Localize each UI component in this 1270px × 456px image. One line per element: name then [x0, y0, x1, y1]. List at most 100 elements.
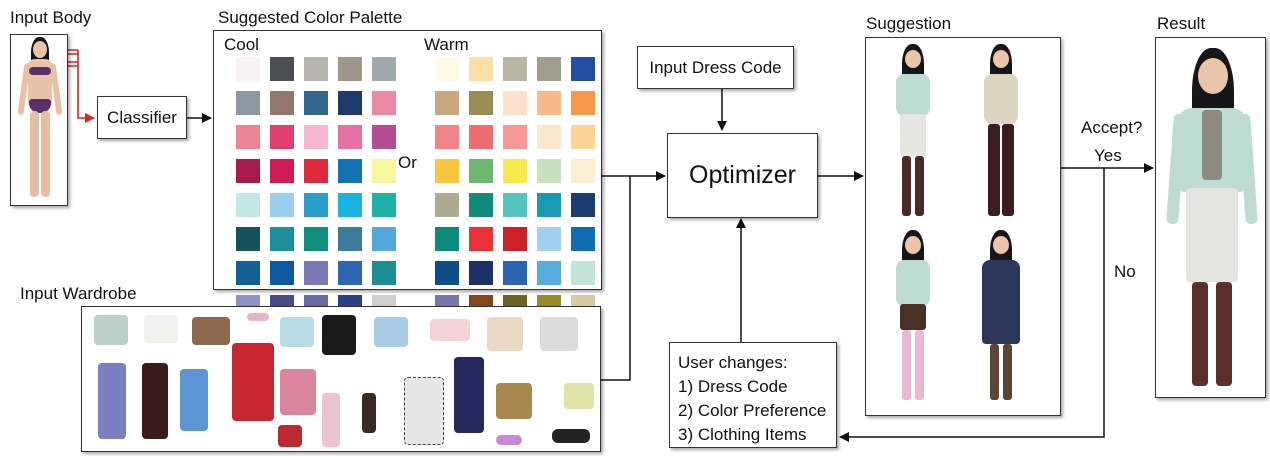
warm-color-swatch: [537, 57, 561, 81]
warm-color-swatch: [469, 57, 493, 81]
wardrobe-item: [322, 393, 340, 447]
wardrobe-item: [404, 377, 444, 445]
or-label: Or: [398, 153, 417, 172]
wardrobe-item: [144, 315, 178, 343]
cool-color-swatch: [338, 159, 362, 183]
cool-color-swatch: [304, 261, 328, 285]
cool-color-swatch: [236, 57, 260, 81]
cool-color-swatch: [372, 91, 396, 115]
cool-color-swatch: [304, 91, 328, 115]
cool-color-swatch: [236, 227, 260, 251]
cool-color-swatch: [372, 261, 396, 285]
cool-color-swatch: [338, 227, 362, 251]
suggestion-outfit-3: [888, 230, 938, 406]
cool-color-swatch: [270, 57, 294, 81]
warm-color-swatch: [469, 159, 493, 183]
cool-color-swatch: [338, 261, 362, 285]
input-dress-code-box: Input Dress Code: [637, 46, 794, 89]
warm-palette-title: Warm: [424, 35, 469, 54]
wardrobe-item: [142, 363, 168, 439]
warm-color-swatch: [469, 227, 493, 251]
warm-color-swatch: [537, 227, 561, 251]
wardrobe-item: [247, 313, 269, 321]
cool-palette-title: Cool: [224, 35, 259, 54]
warm-color-swatch: [503, 159, 527, 183]
wardrobe-item: [98, 363, 126, 439]
cool-color-swatch: [270, 261, 294, 285]
input-body-figure: [17, 37, 63, 203]
cool-color-swatch: [270, 125, 294, 149]
cool-color-swatch: [304, 57, 328, 81]
warm-color-swatch: [537, 125, 561, 149]
cool-color-swatch: [372, 159, 396, 183]
cool-color-swatch: [270, 193, 294, 217]
suggestion-panel: [865, 37, 1061, 416]
cool-color-swatch: [304, 227, 328, 251]
cool-color-swatch: [338, 125, 362, 149]
suggestion-label: Suggestion: [866, 14, 952, 33]
warm-color-swatch: [503, 227, 527, 251]
wardrobe-item: [94, 315, 128, 345]
warm-color-swatch: [435, 159, 459, 183]
result-label: Result: [1157, 14, 1206, 33]
cool-color-swatch: [236, 261, 260, 285]
warm-color-swatch: [503, 91, 527, 115]
warm-color-swatch: [537, 261, 561, 285]
cool-color-swatch: [304, 193, 328, 217]
cool-color-swatch: [236, 125, 260, 149]
wardrobe-item: [278, 425, 302, 447]
wardrobe-item: [180, 369, 208, 431]
warm-color-swatch: [435, 57, 459, 81]
warm-color-swatch: [435, 261, 459, 285]
warm-color-swatch: [435, 193, 459, 217]
warm-palette-grid: [435, 57, 595, 319]
suggestion-outfit-1: [888, 44, 938, 220]
warm-color-swatch: [571, 159, 595, 183]
cool-color-swatch: [338, 193, 362, 217]
wardrobe-item: [454, 357, 484, 433]
wardrobe-item: [362, 393, 376, 433]
warm-color-swatch: [571, 91, 595, 115]
wardrobe-item: [322, 315, 356, 355]
warm-color-swatch: [435, 91, 459, 115]
warm-color-swatch: [503, 125, 527, 149]
wardrobe-item: [280, 317, 314, 347]
suggestion-outfit-4: [976, 230, 1026, 406]
wardrobe-item: [540, 317, 578, 351]
warm-color-swatch: [503, 57, 527, 81]
wardrobe-item: [430, 319, 470, 341]
suggested-palette-label: Suggested Color Palette: [218, 8, 403, 27]
warm-color-swatch: [571, 193, 595, 217]
cool-color-swatch: [372, 57, 396, 81]
wardrobe-item: [280, 369, 316, 415]
wardrobe-item: [487, 317, 523, 351]
warm-color-swatch: [571, 261, 595, 285]
user-change-dress-code: 1) Dress Code: [678, 377, 788, 396]
warm-color-swatch: [537, 159, 561, 183]
cool-color-swatch: [372, 125, 396, 149]
cool-color-swatch: [270, 91, 294, 115]
color-palette-panel: Cool Warm Or: [213, 30, 602, 319]
cool-color-swatch: [236, 159, 260, 183]
cool-color-swatch: [304, 125, 328, 149]
cool-color-swatch: [372, 227, 396, 251]
wardrobe-item: [374, 317, 408, 347]
cool-color-swatch: [304, 159, 328, 183]
wardrobe-item: [552, 429, 590, 443]
warm-color-swatch: [435, 227, 459, 251]
classifier-box: Classifier: [97, 96, 187, 139]
input-body-panel: [10, 34, 68, 206]
user-changes-box: User changes: 1) Dress Code 2) Color Pre…: [669, 342, 837, 448]
warm-color-swatch: [537, 193, 561, 217]
user-changes-title: User changes:: [678, 353, 788, 372]
yes-label: Yes: [1094, 146, 1122, 165]
user-change-clothing-items: 3) Clothing Items: [678, 425, 807, 444]
wardrobe-item: [564, 383, 594, 409]
cool-color-swatch: [236, 91, 260, 115]
warm-color-swatch: [571, 227, 595, 251]
warm-color-swatch: [469, 91, 493, 115]
cool-color-swatch: [338, 91, 362, 115]
warm-color-swatch: [537, 91, 561, 115]
warm-color-swatch: [503, 193, 527, 217]
